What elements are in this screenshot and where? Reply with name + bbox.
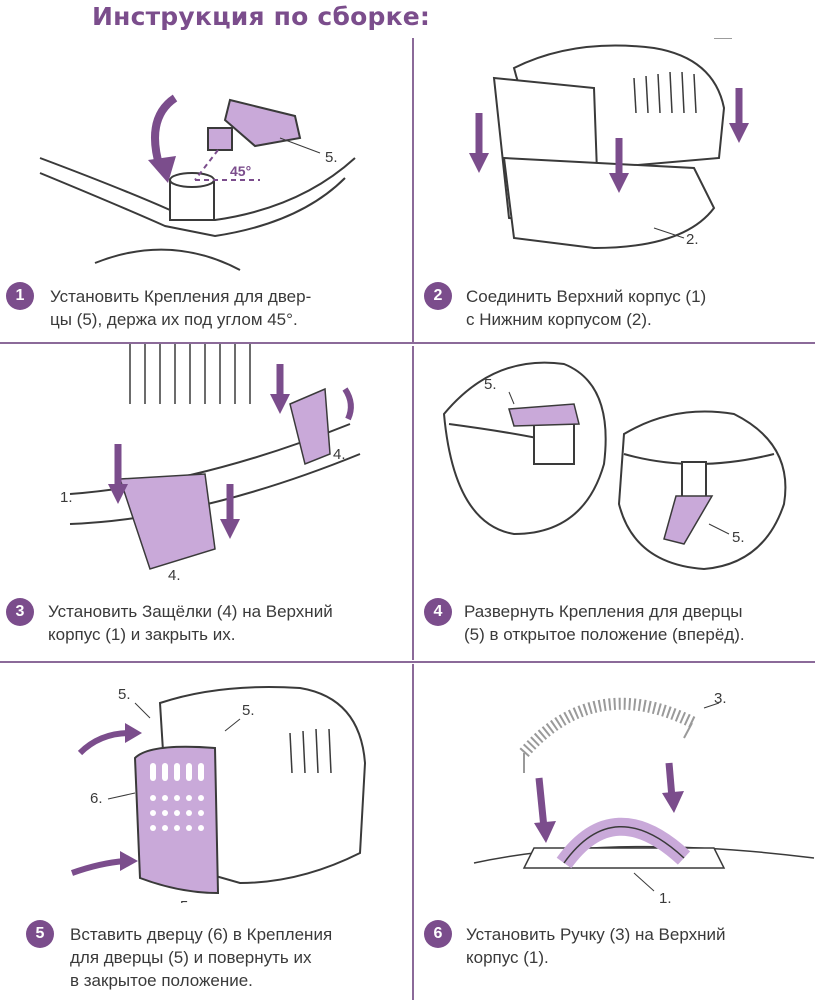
angle-label: 45°	[230, 163, 251, 179]
step-2-illustration: 1. 2.	[414, 38, 815, 278]
step-4-panel: 5. 5. 4 Развернуть Крепления для дверцы …	[414, 344, 815, 654]
step-1-panel: 45° 5. 1 Установить Крепления для двер- …	[0, 38, 404, 348]
step-3-illustration: 1. 4. 4.	[0, 344, 404, 584]
grid-divider-vertical	[412, 38, 414, 342]
step-1-text: Установить Крепления для двер- цы (5), д…	[50, 287, 312, 329]
callout-part5: 5.	[325, 149, 338, 166]
step-2-panel: 1. 2. 2 Соединить Верхний корпус (1) с Н…	[414, 38, 815, 348]
callout-part5: 5.	[484, 376, 497, 393]
callout-part2: 2.	[686, 231, 699, 248]
step-3-text: Установить Защёлки (4) на Верхний корпус…	[48, 602, 333, 644]
callout-part4: 4.	[168, 567, 181, 584]
callout-part3: 3.	[714, 690, 727, 707]
step-5-illustration: 5. 5. 6. 5.	[0, 663, 404, 903]
callout-part1: 1.	[60, 489, 73, 506]
callout-part5: 5.	[732, 529, 745, 546]
grid-divider-horizontal	[0, 342, 815, 344]
step-number-badge: 4	[424, 598, 452, 626]
callout-part5: 5.	[118, 686, 131, 703]
step-6-illustration: 3. 1.	[414, 663, 815, 903]
step-1-illustration: 45° 5.	[0, 38, 404, 278]
callout-part6: 6.	[90, 790, 103, 807]
step-number-badge: 1	[6, 282, 34, 310]
page-title: Инструкция по сборке:	[92, 2, 431, 31]
callout-part5: 5.	[242, 702, 255, 719]
step-number-badge: 2	[424, 282, 452, 310]
step-2-text: Соединить Верхний корпус (1) с Нижним ко…	[466, 287, 707, 329]
step-4-illustration: 5. 5.	[414, 344, 815, 584]
grid-divider-vertical	[412, 664, 414, 1000]
grid-divider-horizontal	[0, 661, 815, 663]
step-number-badge: 3	[6, 598, 34, 626]
step-6-text: Установить Ручку (3) на Верхний корпус (…	[466, 925, 726, 967]
callout-part4: 4.	[333, 446, 346, 463]
step-5-text: Вставить дверцу (6) в Крепления для двер…	[70, 925, 333, 990]
step-number-badge: 6	[424, 920, 452, 948]
grid-divider-vertical	[412, 346, 414, 660]
step-number-badge: 5	[26, 920, 54, 948]
callout-part5: 5.	[180, 898, 193, 903]
callout-part1: 1.	[659, 890, 672, 903]
step-3-panel: 1. 4. 4. 3 Установить Защёлки (4) на Вер…	[0, 344, 404, 654]
step-6-panel: 3. 1. 6 Установить Ручку (3) на Верхний …	[414, 663, 815, 973]
step-5-panel: 5. 5. 6. 5. 5 Вставить дверцу (6) в Креп…	[0, 663, 404, 990]
step-4-text: Развернуть Крепления для дверцы (5) в от…	[464, 602, 745, 644]
